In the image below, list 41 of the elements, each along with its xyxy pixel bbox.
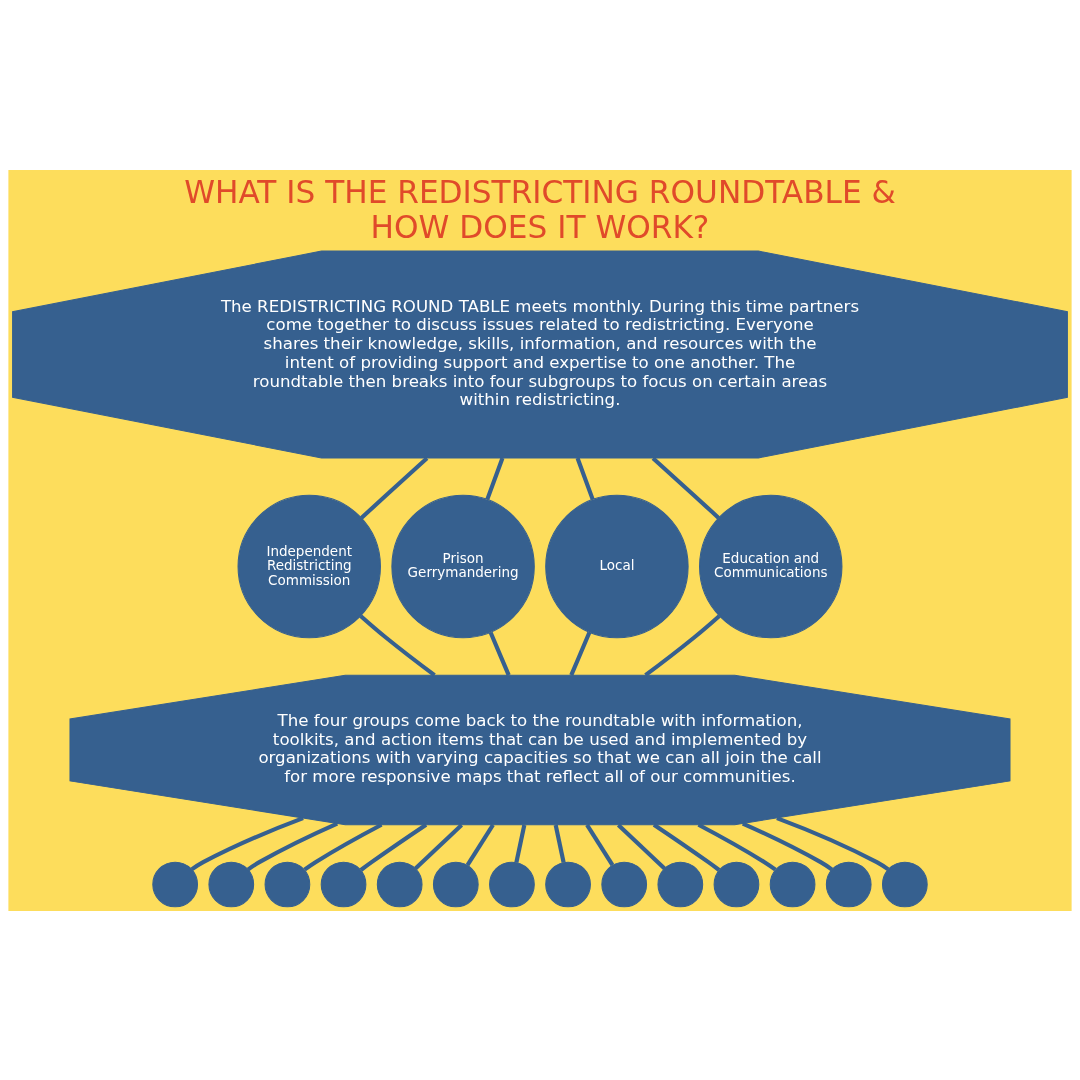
- connector: [651, 456, 721, 519]
- connector: [303, 822, 383, 871]
- node-circle: Education and Communications: [699, 494, 843, 638]
- node-circle: Independent Redistricting Commission: [237, 494, 381, 638]
- node-circle: [264, 861, 311, 907]
- connector: [776, 815, 890, 871]
- node-circle: Prison Gerrymandering: [391, 494, 535, 638]
- diagram-title: WHAT IS THE REDISTRICTING ROUNDTABLE & HOW DOES IT WORK?: [184, 173, 896, 245]
- node-circle: [713, 861, 760, 907]
- connector: [190, 815, 304, 871]
- node-circle: [601, 861, 648, 907]
- node-circle: [825, 861, 872, 907]
- connector: [414, 822, 464, 870]
- node-circle: [489, 861, 535, 907]
- node-circle: [376, 861, 423, 907]
- connector: [741, 821, 834, 871]
- node-circle: [320, 861, 367, 907]
- connector: [485, 456, 505, 500]
- connector: [359, 613, 436, 677]
- node-circle: [545, 861, 591, 907]
- connector: [652, 822, 721, 872]
- connector: [697, 822, 777, 871]
- connector: [575, 456, 595, 500]
- node-circle: Local: [545, 494, 689, 638]
- node-circle: [152, 861, 198, 907]
- connector: [569, 631, 592, 676]
- connector: [585, 823, 615, 866]
- connector: [553, 824, 566, 863]
- node-circle: [432, 861, 479, 907]
- connector: [465, 823, 495, 866]
- node-circle: [769, 861, 816, 907]
- connector: [359, 822, 428, 872]
- connector: [644, 613, 721, 677]
- node-circle: [208, 861, 255, 907]
- connector: [359, 456, 429, 519]
- node-circle: [882, 861, 928, 907]
- connector: [488, 631, 511, 676]
- connector: [616, 822, 666, 870]
- connector: [246, 821, 339, 871]
- connector: [514, 824, 527, 863]
- node-circle: [657, 861, 704, 907]
